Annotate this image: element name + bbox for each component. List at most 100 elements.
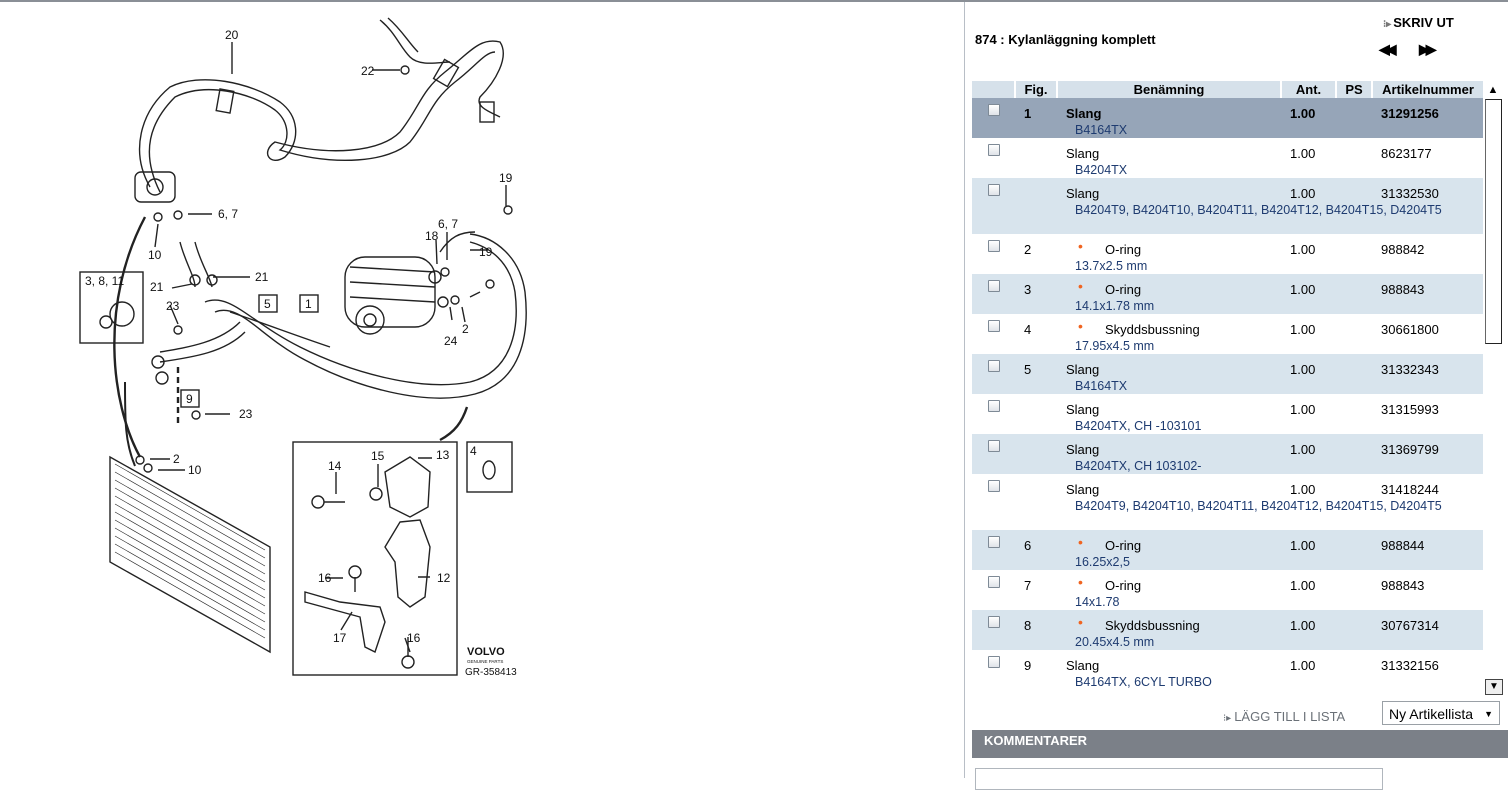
row-desc: 13.7x2.5 mm xyxy=(1075,259,1148,273)
top-border xyxy=(0,0,1508,2)
bullet-icon: • xyxy=(1078,614,1083,630)
row-name: Skyddsbussning xyxy=(1105,322,1200,337)
row-checkbox[interactable] xyxy=(988,656,1000,668)
row-checkbox[interactable] xyxy=(988,320,1000,332)
print-button[interactable]: ⁝▸SKRIV UT xyxy=(1383,15,1454,30)
row-desc: B4204T9, B4204T10, B4204T11, B4204T12, B… xyxy=(1075,499,1442,513)
article-list-select[interactable]: Ny Artikellista▼ xyxy=(1382,701,1500,725)
col-select xyxy=(972,81,1014,98)
row-name: O-ring xyxy=(1105,578,1142,593)
chevron-down-icon: ▼ xyxy=(1484,709,1493,719)
row-checkbox[interactable] xyxy=(988,400,1000,412)
callout-10: 10 xyxy=(148,248,162,262)
row-checkbox[interactable] xyxy=(988,536,1000,548)
callout-2b: 2 xyxy=(173,452,180,466)
callout-14: 14 xyxy=(328,459,342,473)
row-qty: 1.00 xyxy=(1290,146,1316,161)
row-desc: 14x1.78 xyxy=(1075,595,1120,609)
row-checkbox[interactable] xyxy=(988,360,1000,372)
row-qty: 1.00 xyxy=(1290,658,1316,673)
callout-4: 4 xyxy=(470,444,477,458)
row-artnr: 988842 xyxy=(1381,242,1425,257)
row-qty: 1.00 xyxy=(1290,322,1316,337)
table-header: Fig. Benämning Ant. PS Artikelnummer xyxy=(972,79,1483,98)
row-qty: 1.00 xyxy=(1290,618,1316,633)
row-artnr: 31332530 xyxy=(1381,186,1439,201)
row-fig: 3 xyxy=(1024,282,1032,297)
row-desc: B4164TX xyxy=(1075,123,1128,137)
volvo-logo: VOLVO xyxy=(467,646,505,658)
col-name: Benämning xyxy=(1058,81,1280,98)
row-desc: B4164TX, 6CYL TURBO xyxy=(1075,675,1212,689)
row-fig: 7 xyxy=(1024,578,1032,593)
add-to-list-button[interactable]: ⁝▸LÄGG TILL I LISTA xyxy=(1223,709,1345,724)
callout-13: 13 xyxy=(436,448,450,462)
nav-first-button[interactable]: ◀◀ xyxy=(1379,41,1396,57)
row-checkbox[interactable] xyxy=(988,576,1000,588)
col-artnr: Artikelnummer xyxy=(1373,81,1483,98)
row-desc: B4204TX, CH 103102- xyxy=(1075,459,1202,473)
row-artnr: 31332156 xyxy=(1381,658,1439,673)
row-name: Slang xyxy=(1066,658,1100,673)
nav-next-button[interactable]: ▶▶ xyxy=(1419,41,1436,57)
row-artnr: 30661800 xyxy=(1381,322,1439,337)
callout-2a: 2 xyxy=(462,322,469,336)
bullet-icon: • xyxy=(1078,318,1083,334)
add-arrow-icon: ⁝▸ xyxy=(1223,713,1232,724)
callout-19b: 19 xyxy=(479,245,493,259)
callout-23b: 23 xyxy=(239,407,253,421)
scroll-thumb[interactable] xyxy=(1485,99,1502,344)
callout-18: 18 xyxy=(425,229,439,243)
diagram-ref: GR-358413 xyxy=(465,667,517,678)
row-artnr: 988844 xyxy=(1381,538,1425,553)
callout-19: 19 xyxy=(499,171,513,185)
callout-21b: 21 xyxy=(150,280,164,294)
bullet-icon: • xyxy=(1078,278,1083,294)
row-checkbox[interactable] xyxy=(988,280,1000,292)
print-label: SKRIV UT xyxy=(1393,15,1454,30)
row-desc: B4204T9, B4204T10, B4204T11, B4204T12, B… xyxy=(1075,203,1442,217)
callout-1: 1 xyxy=(305,297,312,311)
callout-24: 24 xyxy=(444,334,458,348)
row-qty: 1.00 xyxy=(1290,106,1316,121)
row-checkbox[interactable] xyxy=(988,616,1000,628)
comment-input[interactable] xyxy=(975,768,1383,790)
row-qty: 1.00 xyxy=(1290,362,1316,377)
callout-6-7b: 6, 7 xyxy=(438,217,458,231)
row-name: Slang xyxy=(1066,402,1100,417)
row-checkbox[interactable] xyxy=(988,440,1000,452)
row-qty: 1.00 xyxy=(1290,186,1316,201)
row-desc: B4204TX xyxy=(1075,163,1128,177)
col-ps: PS xyxy=(1337,81,1371,98)
row-artnr: 31332343 xyxy=(1381,362,1439,377)
row-checkbox[interactable] xyxy=(988,240,1000,252)
row-name: Slang xyxy=(1066,362,1100,377)
row-artnr: 31291256 xyxy=(1381,106,1439,121)
row-artnr: 31315993 xyxy=(1381,402,1439,417)
parts-pane: 874 : Kylanläggning komplett ⁝▸SKRIV UT … xyxy=(965,2,1508,790)
table-scrollbar[interactable]: ▲ ▼ xyxy=(1483,79,1503,696)
row-checkbox[interactable] xyxy=(988,104,1000,116)
row-checkbox[interactable] xyxy=(988,480,1000,492)
callout-23a: 23 xyxy=(166,299,180,313)
scroll-down-icon[interactable]: ▼ xyxy=(1485,679,1503,695)
row-qty: 1.00 xyxy=(1290,242,1316,257)
row-checkbox[interactable] xyxy=(988,144,1000,156)
scroll-up-icon[interactable]: ▲ xyxy=(1487,84,1499,96)
row-checkbox[interactable] xyxy=(988,184,1000,196)
row-name: Slang xyxy=(1066,106,1102,121)
